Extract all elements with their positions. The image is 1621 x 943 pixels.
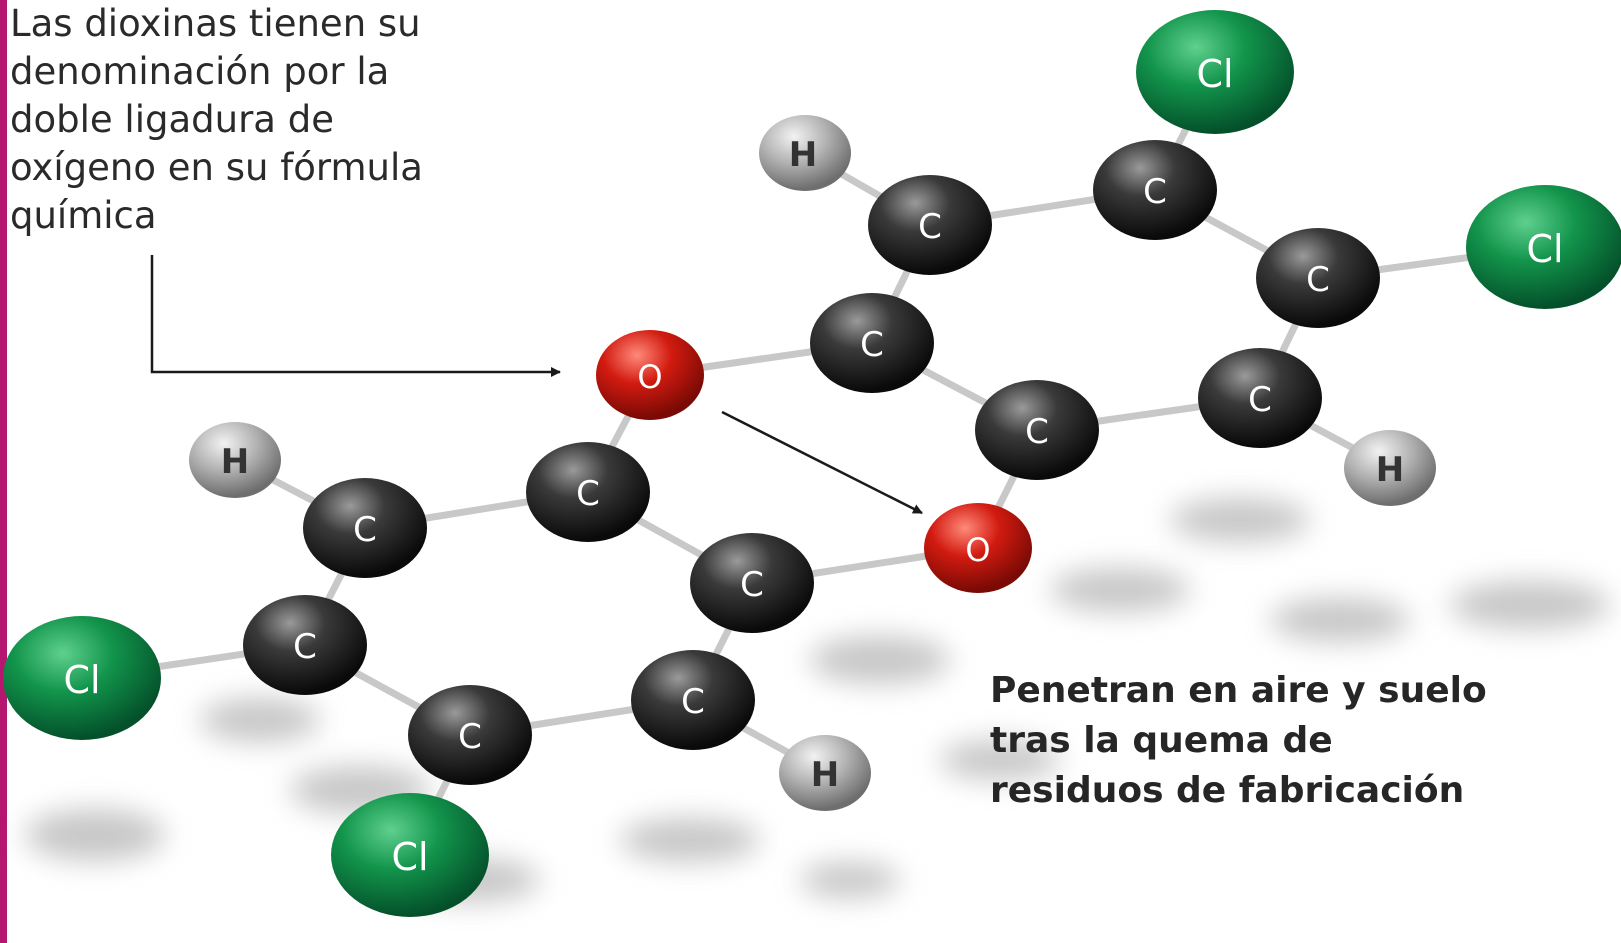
carbon-atom: C bbox=[690, 533, 814, 633]
atom-label: Cl bbox=[1196, 52, 1233, 96]
atom-label: C bbox=[353, 510, 377, 550]
hydrogen-atom: H bbox=[189, 422, 281, 498]
atom-label: O bbox=[965, 531, 990, 569]
carbon-atom: C bbox=[243, 595, 367, 695]
chlorine-atom: Cl bbox=[3, 616, 161, 740]
carbon-atom: C bbox=[526, 442, 650, 542]
atom-label: H bbox=[1376, 450, 1404, 490]
emission-origin-caption: Penetran en aire y suelo tras la quema d… bbox=[990, 670, 1487, 811]
atom-label: C bbox=[293, 627, 317, 667]
oxygen-bond-caption: Las dioxinas tienen su denominación por … bbox=[10, 2, 423, 237]
atom-label: C bbox=[1248, 380, 1272, 420]
atom-label: C bbox=[860, 325, 884, 365]
carbon-atom: C bbox=[303, 478, 427, 578]
atom-label: C bbox=[1025, 412, 1049, 452]
carbon-atom: C bbox=[975, 380, 1099, 480]
atom-label: C bbox=[576, 474, 600, 514]
carbon-atom: C bbox=[868, 175, 992, 275]
atom-label: C bbox=[458, 717, 482, 757]
carbon-atom: C bbox=[1256, 228, 1380, 328]
atom-label: C bbox=[1306, 260, 1330, 300]
atom-label: Cl bbox=[63, 658, 100, 702]
oxygen-atom: O bbox=[596, 330, 704, 420]
carbon-atom: C bbox=[408, 685, 532, 785]
atoms: Cl Cl Cl Cl H H H H bbox=[3, 10, 1621, 917]
chlorine-atom: Cl bbox=[1466, 185, 1621, 309]
atom-label: H bbox=[221, 442, 249, 482]
atom-label: C bbox=[918, 207, 942, 247]
atom-label: O bbox=[637, 358, 662, 396]
carbon-atom: C bbox=[810, 293, 934, 393]
carbon-atom: C bbox=[631, 650, 755, 750]
hydrogen-atom: H bbox=[759, 115, 851, 191]
atom-label: H bbox=[811, 755, 839, 795]
atom-label: H bbox=[789, 135, 817, 175]
chlorine-atom: Cl bbox=[1136, 10, 1294, 134]
accent-edge-bar bbox=[0, 0, 7, 943]
chlorine-atom: Cl bbox=[331, 793, 489, 917]
hydrogen-atom: H bbox=[779, 735, 871, 811]
atom-label: C bbox=[681, 682, 705, 722]
oxygen-pointer-arrow bbox=[150, 255, 561, 377]
carbon-atom: C bbox=[1198, 348, 1322, 448]
atom-label: C bbox=[1143, 172, 1167, 212]
hydrogen-atom: H bbox=[1344, 430, 1436, 506]
carbon-atom: C bbox=[1093, 140, 1217, 240]
atom-label: C bbox=[740, 565, 764, 605]
annotation-arrows bbox=[150, 255, 923, 515]
atom-label: Cl bbox=[391, 835, 428, 879]
atom-label: Cl bbox=[1526, 227, 1563, 271]
second-oxygen-arrow bbox=[721, 410, 923, 515]
oxygen-atom: O bbox=[924, 503, 1032, 593]
